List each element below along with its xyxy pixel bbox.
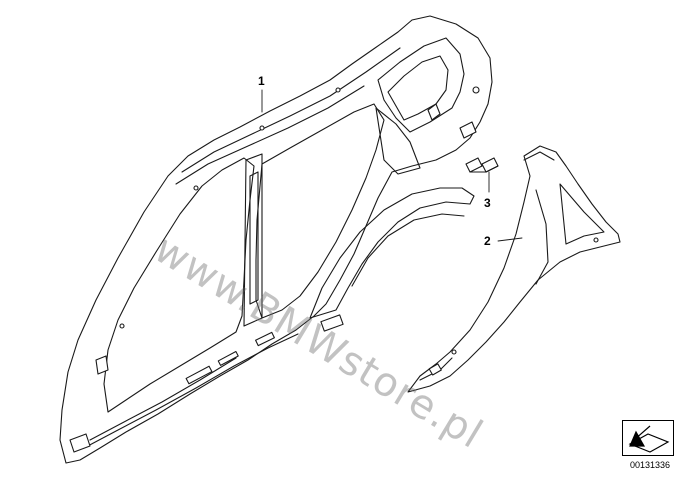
callout-1: 1 — [258, 74, 265, 88]
diagram-id-box — [622, 420, 674, 456]
bracket-part-3 — [465, 157, 499, 173]
diagram-id: 00131336 — [629, 460, 671, 470]
callout-3: 3 — [484, 196, 491, 210]
quarter-panel-part-2 — [407, 145, 621, 393]
side-frame-part-1 — [59, 15, 493, 464]
callout-2: 2 — [484, 234, 491, 248]
view-direction-icon — [628, 425, 670, 453]
leader-line-2 — [497, 237, 523, 242]
